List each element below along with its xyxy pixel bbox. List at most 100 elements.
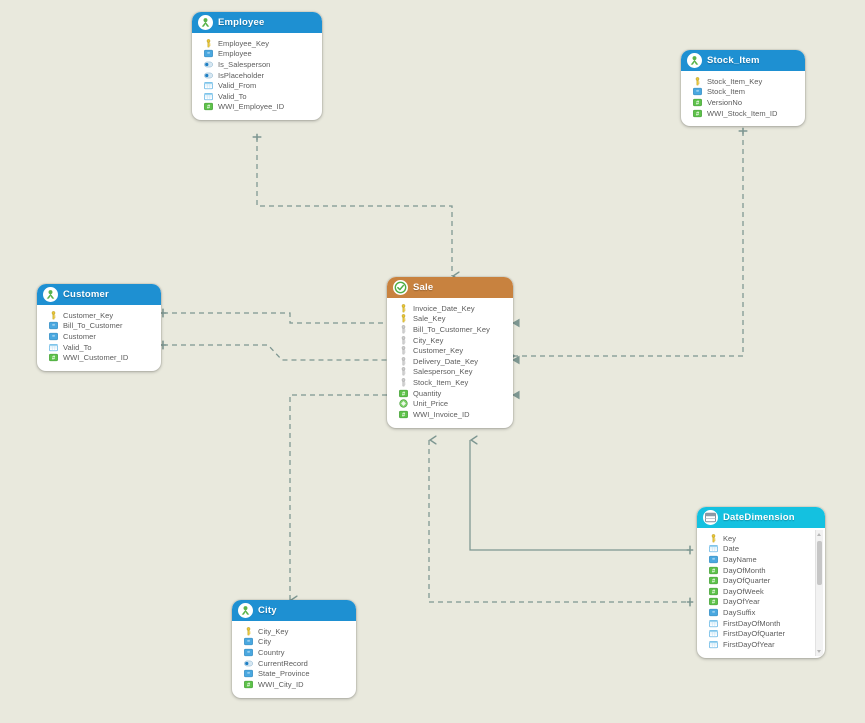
relationship-sale-date-invoice: [469, 440, 690, 550]
field-row[interactable]: #WWI_Customer_ID: [37, 352, 161, 363]
svg-text:“: “: [247, 650, 250, 656]
field-row[interactable]: Bill_To_Customer_Key: [387, 324, 513, 335]
field-name: DayOfQuarter: [723, 576, 771, 586]
svg-text:“: “: [247, 640, 250, 646]
field-row[interactable]: “DayName: [697, 554, 815, 565]
key-gray-icon: [401, 346, 406, 355]
field-row[interactable]: Unit_Price: [387, 398, 513, 409]
field-name: WWI_Stock_Item_ID: [707, 108, 778, 118]
field-row[interactable]: Customer_Key: [37, 310, 161, 321]
key-gold-icon: [401, 303, 406, 313]
date-icon: [49, 343, 58, 351]
field-row[interactable]: Valid_From: [192, 80, 322, 91]
table-header-stock-item[interactable]: Stock_Item: [681, 50, 805, 71]
table-title-city: City: [258, 605, 277, 616]
date-icon: [204, 92, 213, 100]
field-row[interactable]: #VersionNo: [681, 97, 805, 108]
table-title-sale: Sale: [413, 282, 434, 293]
field-row[interactable]: IsPlaceholder: [192, 70, 322, 81]
field-row[interactable]: #DayOfMonth: [697, 565, 815, 576]
text-blue-icon: “: [204, 50, 213, 58]
field-name: Customer_Key: [413, 346, 464, 356]
field-name: CurrentRecord: [258, 658, 308, 668]
field-row[interactable]: “Customer: [37, 331, 161, 342]
svg-text:“: “: [52, 334, 55, 340]
scrollbar-thumb[interactable]: [817, 541, 822, 585]
field-row[interactable]: # WWI_Stock_Item_ID: [681, 108, 805, 119]
field-row[interactable]: City_Key: [387, 335, 513, 346]
field-row[interactable]: #WWI_City_ID: [232, 679, 356, 690]
fact-icon: [393, 280, 408, 295]
date-icon: [709, 630, 718, 638]
field-row[interactable]: “DaySuffix: [697, 607, 815, 618]
vertical-scrollbar[interactable]: [815, 530, 823, 656]
number-green-icon: #: [693, 109, 702, 117]
field-name: Key: [723, 533, 737, 543]
field-row[interactable]: CurrentRecord: [232, 658, 356, 669]
field-name: Country: [258, 647, 285, 657]
boolean-icon: [244, 660, 253, 666]
field-row[interactable]: “State_Province: [232, 668, 356, 679]
field-row[interactable]: Delivery_Date_Key: [387, 356, 513, 367]
field-row[interactable]: Key: [697, 533, 815, 544]
svg-text:#: #: [712, 589, 716, 595]
field-row[interactable]: #Quantity: [387, 388, 513, 399]
field-row[interactable]: “ Country: [232, 647, 356, 658]
svg-text:#: #: [712, 579, 716, 585]
field-row[interactable]: Stock_Item_Key: [387, 377, 513, 388]
table-header-customer[interactable]: Customer: [37, 284, 161, 305]
table-header-employee[interactable]: Employee: [192, 12, 322, 33]
table-header-sale[interactable]: Sale: [387, 277, 513, 298]
field-row[interactable]: City_Key: [232, 626, 356, 637]
field-row[interactable]: # DayOfYear: [697, 597, 815, 608]
field-name: VersionNo: [707, 97, 743, 107]
field-row[interactable]: Customer_Key: [387, 345, 513, 356]
number-green-icon: #: [709, 587, 718, 595]
field-name: WWI_Customer_ID: [63, 353, 129, 363]
field-row[interactable]: FirstDayOfMonth: [697, 618, 815, 629]
number-green-icon: #: [709, 566, 718, 574]
number-green-icon: #: [204, 103, 213, 111]
field-row[interactable]: “Bill_To_Customer: [37, 321, 161, 332]
field-row[interactable]: Valid_To: [192, 91, 322, 102]
field-row[interactable]: “ City: [232, 637, 356, 648]
field-name: City: [258, 637, 272, 647]
table-header-date-dimension[interactable]: DateDimension: [697, 507, 825, 528]
field-row[interactable]: Valid_To: [37, 342, 161, 353]
field-row[interactable]: FirstDayOfYear: [697, 639, 815, 650]
field-row[interactable]: Is_Salesperson: [192, 59, 322, 70]
field-row[interactable]: Salesperson_Key: [387, 367, 513, 378]
scroll-down-icon[interactable]: [817, 649, 821, 653]
field-row[interactable]: “Stock_Item: [681, 87, 805, 98]
field-row[interactable]: Date: [697, 544, 815, 555]
field-name: IsPlaceholder: [218, 70, 265, 80]
svg-text:“: “: [52, 324, 55, 330]
table-icon: [703, 510, 718, 525]
number-green-icon: #: [709, 598, 718, 606]
field-row[interactable]: # WWI_Employee_ID: [192, 102, 322, 113]
field-row[interactable]: Stock_Item_Key: [681, 76, 805, 87]
field-name: WWI_Employee_ID: [218, 102, 285, 112]
field-name: DayOfYear: [723, 597, 760, 607]
field-name: FirstDayOfYear: [723, 639, 775, 649]
table-header-city[interactable]: City: [232, 600, 356, 621]
field-row[interactable]: # DayOfQuarter: [697, 575, 815, 586]
field-row[interactable]: “Employee: [192, 49, 322, 60]
field-row[interactable]: Invoice_Date_Key: [387, 303, 513, 314]
field-row[interactable]: #WWI_Invoice_ID: [387, 409, 513, 420]
field-row[interactable]: #DayOfWeek: [697, 586, 815, 597]
field-row[interactable]: Employee_Key: [192, 38, 322, 49]
field-row[interactable]: Sale_Key: [387, 314, 513, 325]
key-gold-icon: [401, 314, 406, 323]
scroll-up-icon[interactable]: [817, 533, 821, 536]
field-row[interactable]: FirstDayOfQuarter: [697, 628, 815, 639]
